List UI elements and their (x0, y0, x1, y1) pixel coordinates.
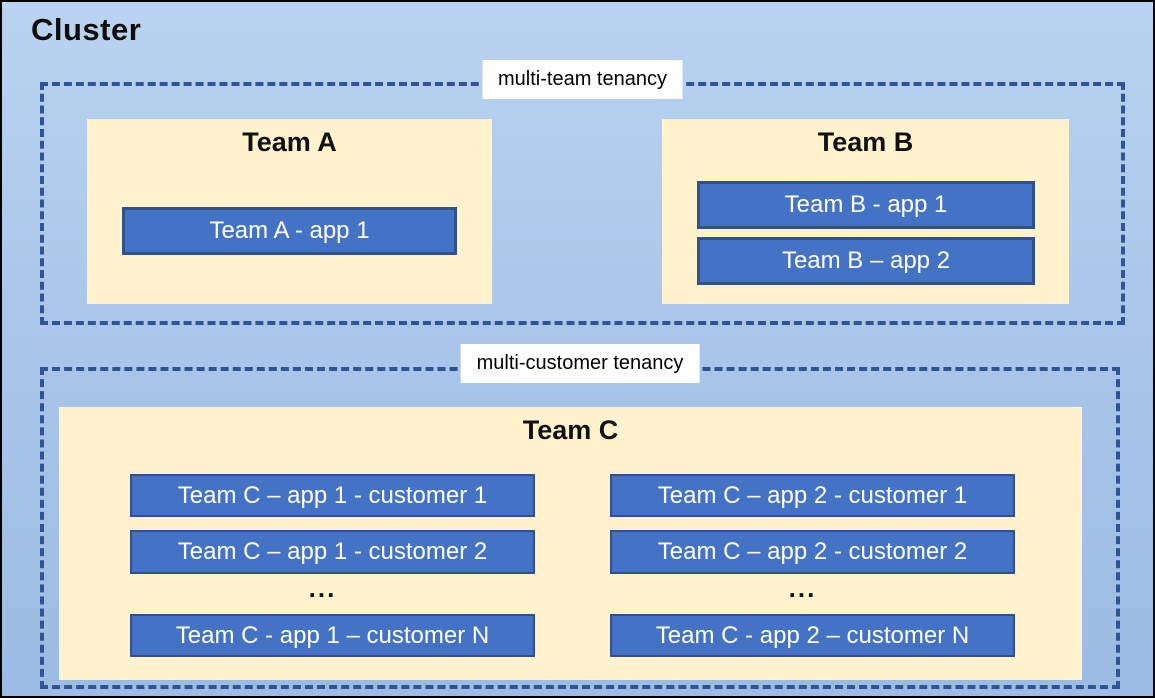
team-b-box: Team B Team B - app 1 Team B – app 2 (662, 119, 1069, 304)
app-box-team-c-app1-customerN: Team C - app 1 – customer N (130, 614, 535, 657)
zone-label-multi-customer: multi-customer tenancy (460, 344, 700, 383)
app-box-team-b-app2: Team B – app 2 (697, 237, 1035, 285)
team-c-title: Team C (522, 415, 619, 445)
app-box-team-b-app1: Team B - app 1 (697, 181, 1035, 229)
app-box-team-c-app2-customer1: Team C – app 2 - customer 1 (610, 474, 1015, 517)
zone-multi-team-tenancy: multi-team tenancy Team A Team A - app 1… (40, 60, 1125, 325)
ellipsis-app1: ... (308, 573, 337, 603)
cluster-title: Cluster (31, 12, 142, 47)
team-b-title: Team B (817, 127, 914, 157)
app-box-team-c-app2-customer2: Team C – app 2 - customer 2 (610, 530, 1015, 574)
app-box-team-a-app1: Team A - app 1 (122, 207, 457, 255)
zone-label-multi-team: multi-team tenancy (482, 60, 683, 99)
team-c-box: Team C Team C – app 1 - customer 1 Team … (59, 407, 1082, 680)
team-c-app1-column: Team C – app 1 - customer 1 Team C – app… (130, 474, 535, 660)
app-box-team-c-app1-customer1: Team C – app 1 - customer 1 (130, 474, 535, 517)
ellipsis-app2: ... (788, 573, 817, 603)
app-box-team-c-app2-customerN: Team C - app 2 – customer N (610, 614, 1015, 657)
team-a-title: Team A (242, 127, 337, 157)
team-c-app2-column: Team C – app 2 - customer 1 Team C – app… (610, 474, 1015, 660)
app-box-team-c-app1-customer2: Team C – app 1 - customer 2 (130, 530, 535, 574)
zone-multi-customer-tenancy: multi-customer tenancy Team C Team C – a… (40, 344, 1120, 689)
team-a-box: Team A Team A - app 1 (87, 119, 492, 304)
